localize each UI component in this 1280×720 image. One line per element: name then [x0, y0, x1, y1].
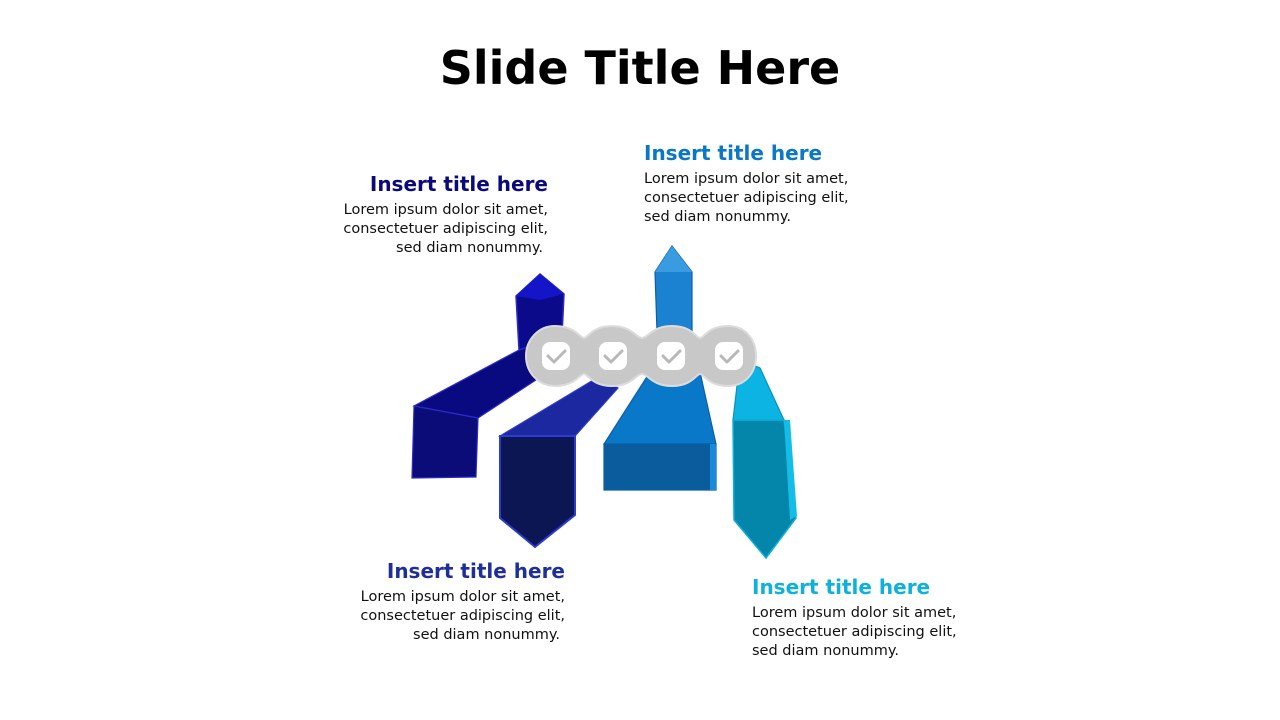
item-line: sed diam nonummy.	[752, 643, 899, 659]
check-icon	[542, 342, 570, 370]
item-title: Insert title here	[369, 172, 548, 196]
item-title: Insert title here	[644, 141, 823, 165]
item-line: Lorem ipsum dolor sit amet,	[644, 171, 849, 187]
text-block-4: Insert title here Lorem ipsum dolor sit …	[752, 574, 1022, 661]
item-description: Lorem ipsum dolor sit amet, consectetuer…	[278, 201, 548, 258]
text-block-2: Insert title here Lorem ipsum dolor sit …	[295, 558, 565, 645]
item-description: Lorem ipsum dolor sit amet, consectetuer…	[295, 588, 565, 645]
check-icon	[599, 342, 627, 370]
connector-chain	[524, 324, 758, 388]
item-line: consectetuer adipiscing elit,	[360, 608, 565, 624]
arrow-2	[497, 375, 619, 549]
text-block-1: Insert title here Lorem ipsum dolor sit …	[278, 171, 548, 258]
item-line: sed diam nonummy.	[644, 209, 791, 225]
check-icon	[715, 342, 743, 370]
item-line: Lorem ipsum dolor sit amet,	[343, 202, 548, 218]
arrow-4	[732, 359, 797, 560]
item-description: Lorem ipsum dolor sit amet, consectetuer…	[752, 604, 1022, 661]
item-line: Lorem ipsum dolor sit amet,	[360, 589, 565, 605]
item-line: sed diam nonummy.	[396, 240, 543, 256]
item-description: Lorem ipsum dolor sit amet, consectetuer…	[644, 170, 914, 227]
item-line: consectetuer adipiscing elit,	[644, 190, 849, 206]
item-line: sed diam nonummy.	[413, 627, 560, 643]
item-line: consectetuer adipiscing elit,	[343, 221, 548, 237]
slide-title: Slide Title Here	[439, 41, 841, 95]
text-block-3: Insert title here Lorem ipsum dolor sit …	[644, 140, 914, 227]
item-title: Insert title here	[386, 559, 565, 583]
check-icon	[657, 342, 685, 370]
item-title: Insert title here	[752, 575, 931, 599]
item-line: consectetuer adipiscing elit,	[752, 624, 957, 640]
item-line: Lorem ipsum dolor sit amet,	[752, 605, 957, 621]
